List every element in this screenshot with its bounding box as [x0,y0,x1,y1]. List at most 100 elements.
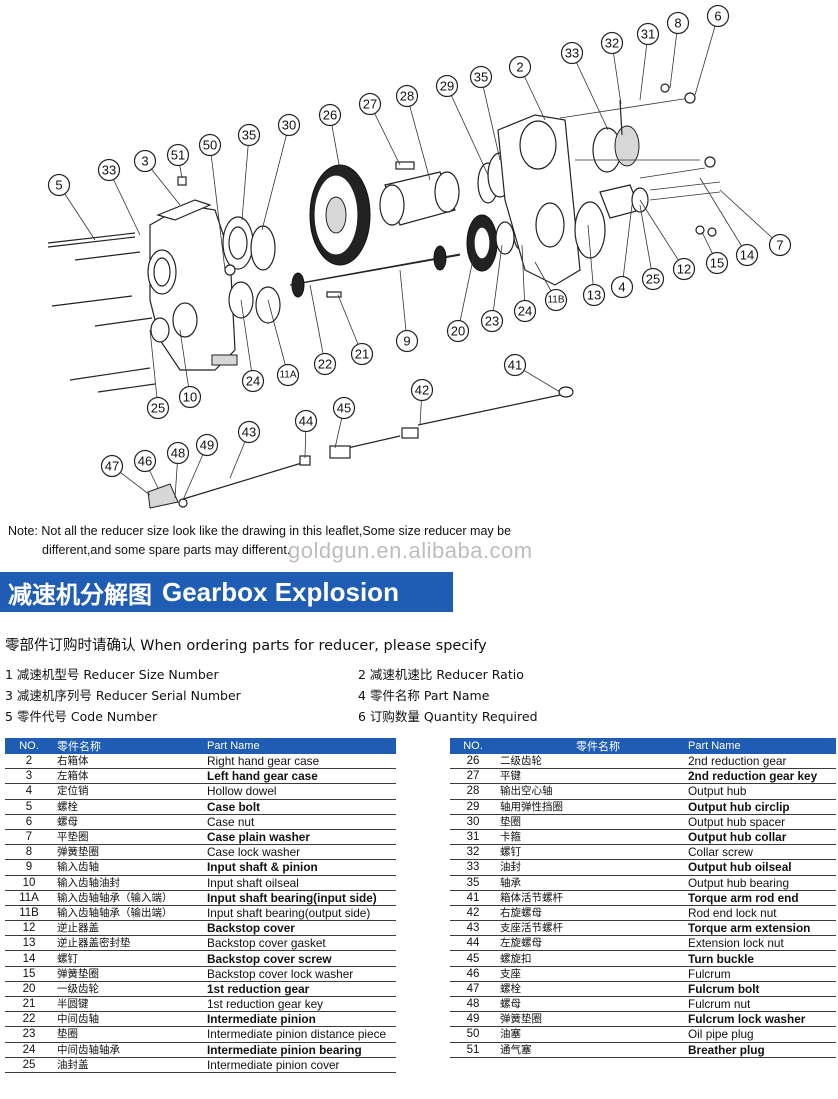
callout-15: 15 [705,251,729,275]
part-name-cn: 输入齿轴轴承（输入端） [53,890,203,906]
part-name-en: Case bolt [203,799,396,815]
output-hub-drawing [379,171,460,226]
callout-23: 23 [480,309,504,333]
part-number: 29 [450,799,496,815]
part-name-cn: 二级齿轮 [496,754,684,770]
callout-leader [309,284,326,365]
part-number: 23 [5,1026,53,1043]
callout-25: 25 [641,267,665,291]
left-gear-case-drawing [147,199,238,371]
part-name-cn: 油封 [496,859,684,876]
part-name-en: Right hand gear case [203,754,396,770]
svg-text:27: 27 [363,97,377,112]
part-number: 33 [450,859,496,876]
part-name-cn: 逆止器盖密封垫 [53,935,203,952]
svg-text:33: 33 [102,163,116,178]
part-number: 46 [450,966,496,982]
svg-text:20: 20 [451,324,465,339]
part-name-en: Hollow dowel [203,783,396,800]
note: Note: Not all the reducer size look like… [8,522,568,560]
part-name-cn: 输入齿轴 [53,859,203,876]
part-number: 26 [450,754,496,770]
part-number: 10 [5,875,53,891]
part-name-en: 2nd reduction gear key [684,768,836,785]
callout-leader [179,329,191,398]
svg-text:25: 25 [151,401,165,416]
part-number: 48 [450,996,496,1013]
part-name-cn: 螺旋扣 [496,950,684,967]
part-number: 28 [450,783,496,800]
part-name-en: Intermediate pinion distance piece [203,1026,396,1043]
part-name-cn: 支座活节螺杆 [496,920,684,937]
callout-2: 2 [508,55,532,79]
part-name-cn: 一级齿轮 [53,981,203,998]
svg-text:45: 45 [337,401,351,416]
part-name-en: Breather plug [684,1042,836,1058]
svg-text:25: 25 [646,272,660,287]
svg-text:46: 46 [138,454,152,469]
part-name-cn: 输入齿轴油封 [53,875,203,891]
part-number: 4 [5,783,53,800]
part-name-cn: 右箱体 [53,754,203,770]
part-number: 49 [450,1011,496,1028]
part-name-cn: 卡箍 [496,829,684,846]
part-name-en: Output hub spacer [684,814,836,830]
part-number: 7 [5,829,53,846]
svg-text:22: 22 [318,357,332,372]
table-header-row: NO. 零件名称 Part Name [5,738,396,754]
gearbox-exploded-diagram: 234567891011A11B121314152021222324242525… [47,4,792,509]
part-name-en: Case lock washer [203,844,396,861]
callout-26: 26 [318,103,342,127]
part-number: 8 [5,844,53,861]
part-number: 45 [450,950,496,967]
part-name-en: 1st reduction gear key [203,996,396,1013]
part-name-en: Input shaft bearing(input side) [203,890,396,906]
spec-item: 3 减速机序列号 Reducer Serial Number [5,688,241,703]
part-name-cn: 轴承 [496,875,684,891]
spec-item: 1 减速机型号 Reducer Size Number [5,667,219,682]
section-banner: 减速机分解图 Gearbox Explosion [0,572,453,612]
part-name-en: Intermediate pinion cover [203,1057,396,1073]
part-name-cn: 弹簧垫圈 [53,844,203,861]
key-21-drawing [326,291,342,298]
part-name-cn: 油塞 [496,1026,684,1043]
case-bolts-drawing [47,232,156,393]
header-cn: 零件名称 [496,738,684,754]
callout-4: 4 [610,275,634,299]
svg-text:10: 10 [183,390,197,405]
spec-list-left: 1 减速机型号 Reducer Size Number 3 减速机序列号 Red… [5,664,241,727]
svg-text:42: 42 [415,383,429,398]
callout-50: 50 [198,133,222,157]
svg-text:6: 6 [714,9,721,24]
part-name-en: Intermediate pinion [203,1011,396,1028]
callout-12: 12 [672,257,696,281]
svg-text:31: 31 [641,27,655,42]
callout-leader [571,52,609,131]
svg-text:51: 51 [171,148,185,163]
part-number: 35 [450,875,496,891]
svg-text:48: 48 [171,446,185,461]
part-name-en: Input shaft oilseal [203,875,396,891]
header-en: Part Name [684,738,836,754]
svg-text:26: 26 [323,108,337,123]
part-number: 13 [5,935,53,952]
part-number: 41 [450,890,496,906]
part-name-en: Output hub collar [684,829,836,846]
part-name-cn: 支座 [496,966,684,982]
callout-9: 9 [395,329,419,353]
part-number: 9 [5,859,53,876]
